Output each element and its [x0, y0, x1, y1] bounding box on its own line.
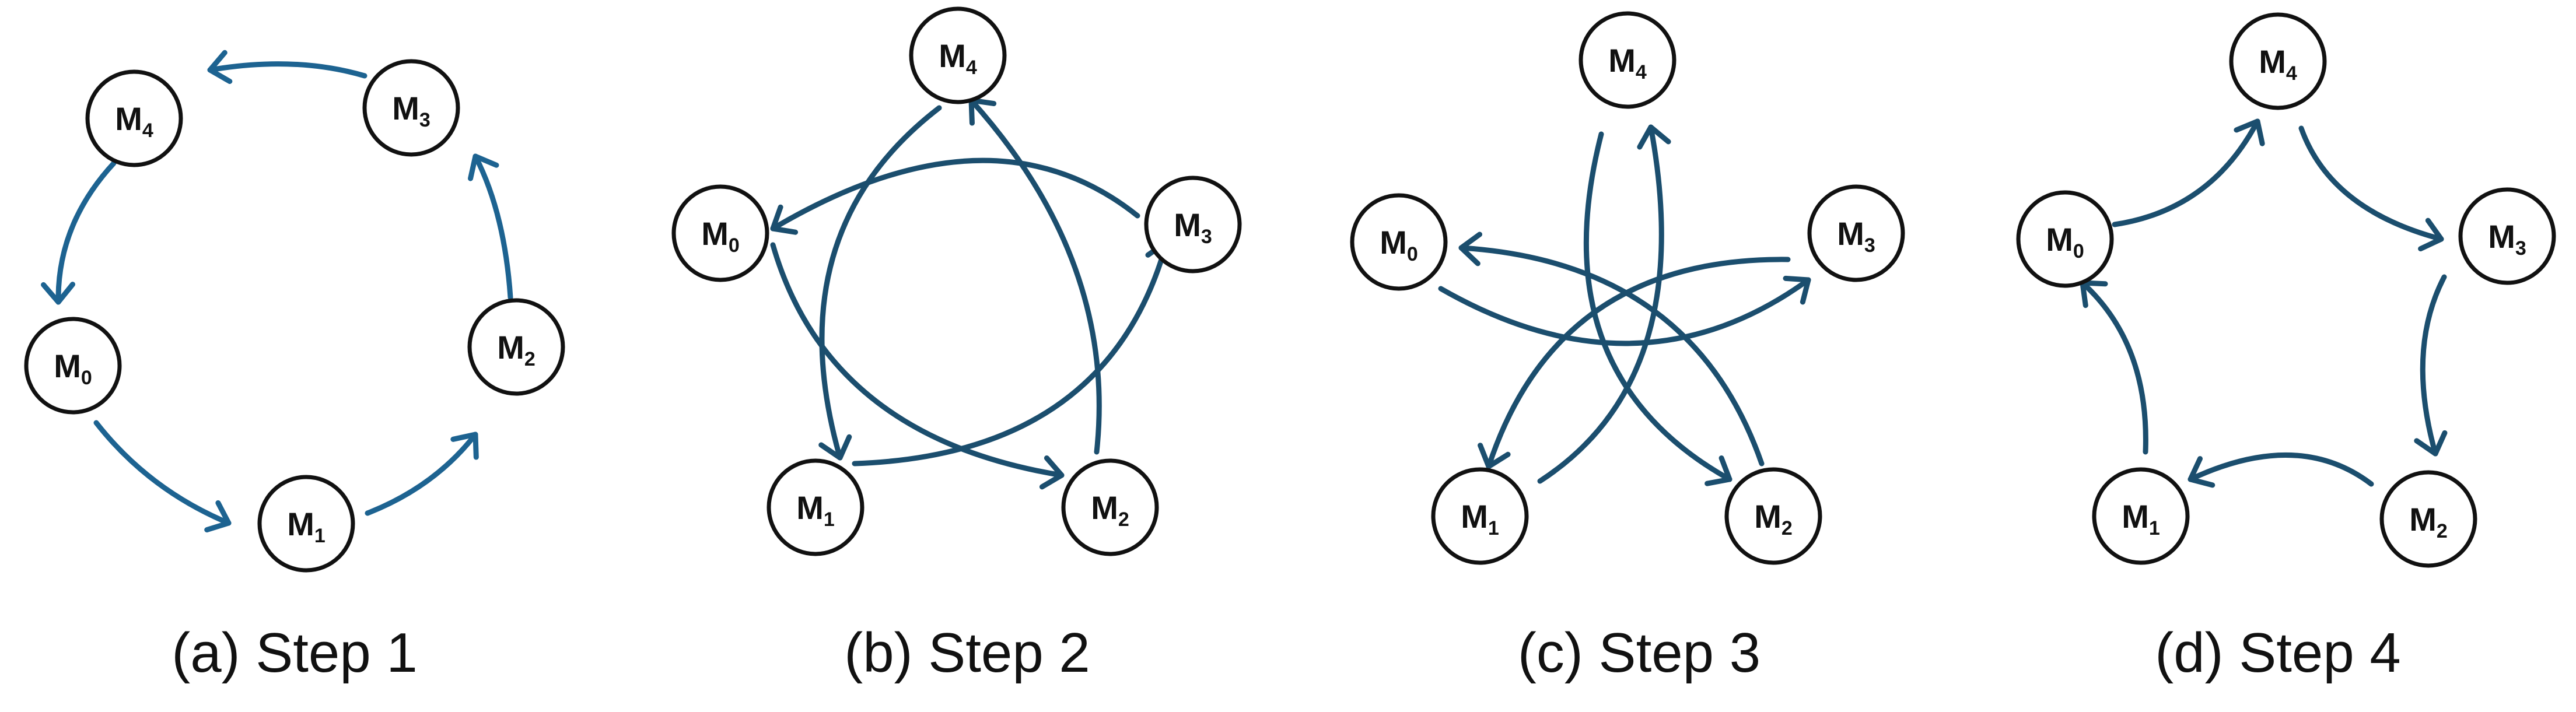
edge-m3-to-m0 — [770, 157, 1140, 235]
svg-text:M2: M2 — [2409, 501, 2448, 542]
svg-text:M2: M2 — [1091, 489, 1129, 531]
node-m3: M3 — [1144, 176, 1242, 273]
edge-m1-to-m0 — [2080, 280, 2148, 455]
edge-m2-to-m1 — [2188, 452, 2374, 488]
svg-text:M0: M0 — [54, 348, 92, 389]
node-m3: M3 — [2458, 187, 2556, 285]
caption-step-2: (b) Step 2 — [844, 622, 1090, 684]
node-m2: M2 — [2379, 470, 2477, 568]
svg-text:M4: M4 — [939, 37, 977, 79]
node-m0: M0 — [1350, 193, 1448, 291]
panel-step-1-nodes: M0 M1 M2 M3 M4 — [24, 59, 565, 573]
panel-step-4-nodes: M0 M1 M2 M3 M4 — [2016, 12, 2556, 568]
node-m4: M4 — [85, 69, 183, 167]
edge-m0-to-m2 — [770, 242, 1065, 490]
svg-text:M3: M3 — [1174, 206, 1212, 248]
panel-step-3-nodes: M0 M1 M2 M3 M4 — [1350, 11, 1905, 565]
edge-m3-to-m2 — [2414, 274, 2448, 457]
panel-step-3-edges — [1438, 124, 1811, 486]
svg-text:M2: M2 — [497, 329, 536, 370]
svg-text:M0: M0 — [1380, 224, 1418, 265]
node-m4: M4 — [1578, 11, 1676, 109]
node-m4: M4 — [909, 6, 1007, 104]
svg-text:M1: M1 — [287, 506, 326, 547]
node-m3: M3 — [1807, 184, 1905, 282]
node-m1: M1 — [766, 458, 864, 556]
svg-text:M3: M3 — [392, 90, 430, 131]
edge-m4-to-m3 — [2298, 125, 2444, 252]
node-m0: M0 — [671, 184, 769, 282]
edge-m1-to-m2 — [365, 432, 479, 516]
edge-m3-to-m4 — [207, 50, 368, 85]
edge-m2-to-m4 — [968, 97, 1102, 455]
svg-text:M2: M2 — [1754, 498, 1793, 539]
edge-m4-to-m2 — [1583, 131, 1732, 486]
node-m1: M1 — [257, 475, 355, 573]
svg-text:M4: M4 — [115, 100, 153, 142]
edge-m1-to-m3 — [852, 239, 1179, 467]
node-m0: M0 — [24, 317, 122, 415]
svg-text:M1: M1 — [2122, 498, 2160, 539]
svg-text:M1: M1 — [796, 489, 835, 531]
caption-step-4: (d) Step 4 — [2155, 622, 2401, 684]
node-m0: M0 — [2016, 190, 2114, 288]
node-m2: M2 — [1061, 458, 1159, 556]
node-m1: M1 — [2092, 467, 2190, 565]
edge-m2-to-m3 — [468, 153, 513, 300]
panel-step-3: M0 M1 M2 M3 M4 (c) Step 3 — [1350, 11, 1905, 684]
panel-step-2-nodes: M0 M1 M2 M3 M4 — [671, 6, 1242, 556]
edge-m3-to-m1 — [1478, 257, 1791, 469]
edge-m4-to-m0 — [41, 160, 117, 305]
panel-step-1: M0 M1 M2 M3 M4 (a) Step 1 — [24, 50, 565, 684]
svg-text:M4: M4 — [1608, 42, 1647, 83]
panel-step-1-edges — [41, 50, 513, 533]
svg-text:M0: M0 — [701, 215, 740, 257]
node-m4: M4 — [2229, 12, 2327, 110]
edge-m0-to-m3 — [1438, 275, 1811, 346]
svg-text:M4: M4 — [2259, 43, 2297, 85]
edge-m4-to-m1 — [818, 105, 942, 461]
edge-m2-to-m0 — [1458, 232, 1765, 467]
panel-step-4-edges — [2080, 118, 2448, 488]
caption-step-1: (a) Step 1 — [172, 622, 418, 684]
panel-step-2: M0 M1 M2 M3 M4 (b) Step 2 — [671, 6, 1242, 684]
caption-step-3: (c) Step 3 — [1518, 622, 1760, 684]
panel-step-4: M0 M1 M2 M3 M4 (d) Step 4 — [2016, 12, 2556, 684]
node-m1: M1 — [1431, 467, 1529, 565]
svg-text:M3: M3 — [2488, 218, 2526, 259]
node-m2: M2 — [1724, 467, 1822, 565]
node-m2: M2 — [467, 298, 565, 396]
panel-step-2-edges — [770, 97, 1179, 490]
svg-text:M3: M3 — [1837, 215, 1875, 257]
edge-m0-to-m4 — [2112, 118, 2265, 227]
svg-text:M0: M0 — [2046, 221, 2084, 262]
edge-m1-to-m4 — [1537, 124, 1671, 484]
node-m3: M3 — [362, 59, 460, 157]
edge-m0-to-m1 — [93, 420, 232, 533]
svg-text:M1: M1 — [1461, 498, 1499, 539]
